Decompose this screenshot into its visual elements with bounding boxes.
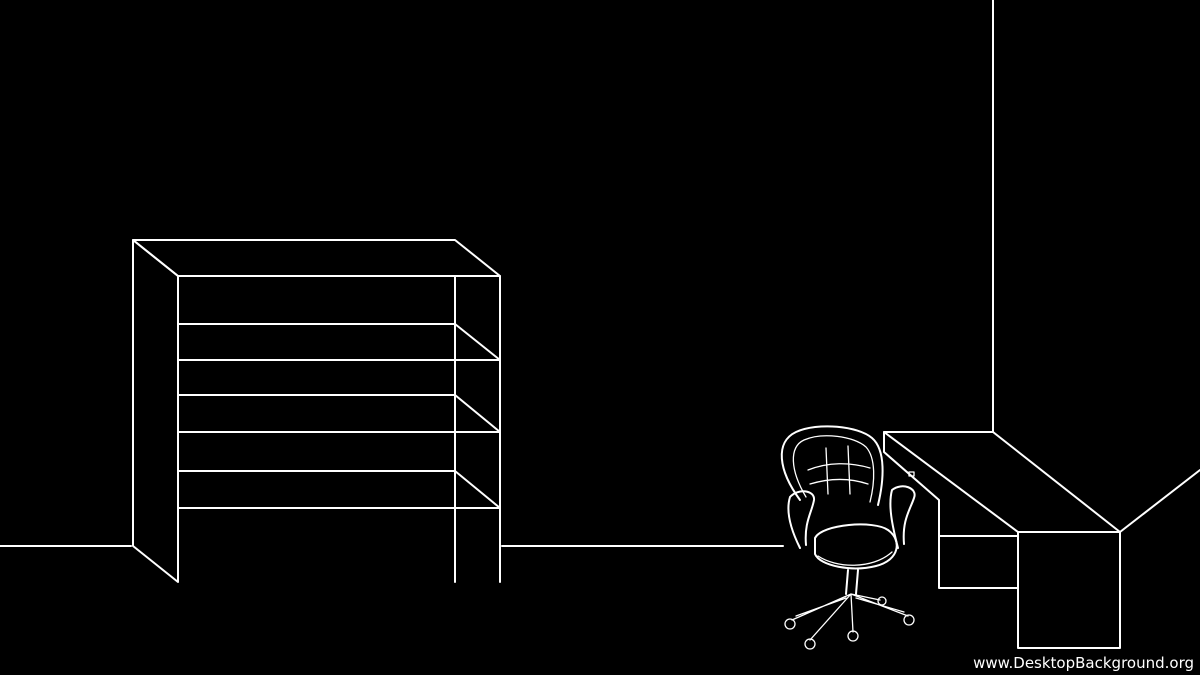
shelf-3-depth — [454, 470, 501, 509]
chair-caster-2 — [804, 638, 816, 650]
desk — [883, 431, 1121, 649]
chair-caster-1 — [784, 618, 796, 630]
shelf-2-depth — [454, 394, 501, 433]
chair-gas-column-right — [855, 569, 859, 595]
bookshelf-left-side — [132, 239, 179, 583]
bookshelf — [132, 239, 501, 583]
office-chair — [780, 425, 916, 650]
chair-caster-5 — [877, 596, 887, 606]
chair-caster-4 — [903, 614, 915, 626]
shelf-1-depth — [454, 323, 501, 361]
floor-diagonal-line — [1119, 469, 1200, 533]
chair-seat-edge — [817, 551, 893, 566]
chair-tufting — [807, 445, 871, 495]
desk-drawer-knob — [908, 471, 915, 477]
room-outline — [0, 0, 1200, 547]
chair-base — [791, 593, 909, 641]
watermark-text: www.DesktopBackground.org — [973, 654, 1194, 672]
chair-backrest — [780, 425, 884, 506]
bookshelf-top — [132, 239, 501, 277]
desk-drawer-panel — [883, 431, 1019, 589]
chair-seat-cushion — [814, 523, 898, 570]
chair-caster-3 — [847, 630, 859, 642]
chair-right-armrest — [889, 485, 916, 549]
chair-backrest-inner — [792, 435, 875, 503]
chair-left-armrest — [787, 490, 815, 549]
desk-end-panel — [1017, 531, 1121, 649]
chair-gas-column-left — [845, 569, 849, 595]
